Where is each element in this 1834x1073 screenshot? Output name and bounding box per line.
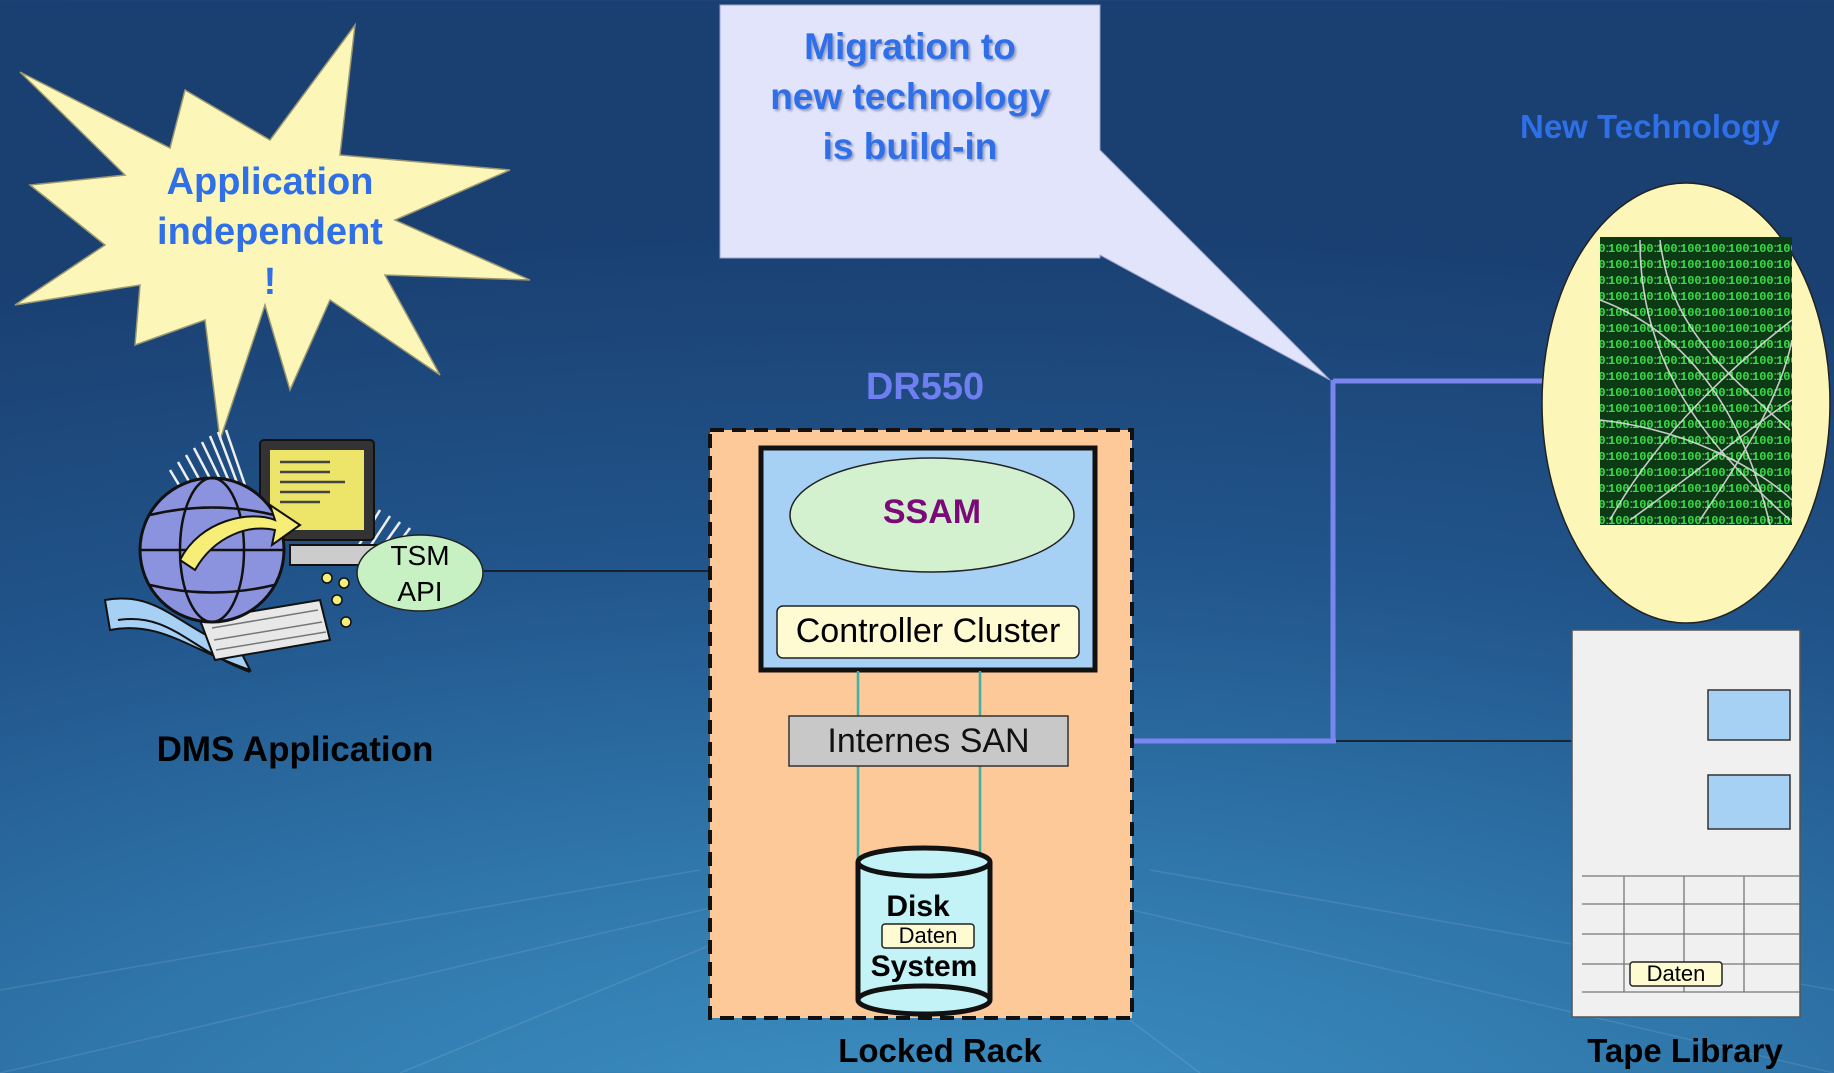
starburst-text: Application independent ! xyxy=(120,157,420,307)
controller-cluster-box xyxy=(776,605,1080,659)
tape-drive-2 xyxy=(1707,774,1791,830)
callout-line-3: is build-in xyxy=(822,126,998,167)
new-technology-label: New Technology xyxy=(1520,108,1780,145)
callout-line-1: Migration to xyxy=(804,26,1016,67)
disk-label-line-2: System xyxy=(870,950,978,983)
ssam-ellipse xyxy=(789,457,1075,573)
tape-library-label: Tape Library xyxy=(1587,1032,1783,1069)
internes-san-label: Internes SAN xyxy=(827,722,1030,760)
disk-daten-box xyxy=(881,923,975,949)
callout-text: Migration to new technology is build-in xyxy=(720,22,1100,172)
callout-shape xyxy=(719,4,1331,381)
disk-daten-label: Daten xyxy=(898,923,958,948)
disk-label-line-1: Disk xyxy=(886,890,950,923)
dms-computer-icon xyxy=(103,429,411,673)
starburst-shape xyxy=(14,22,531,441)
tape-drive-1 xyxy=(1707,689,1791,741)
ssam-label: SSAM xyxy=(882,493,982,531)
starburst-line-1: Application xyxy=(166,161,374,203)
callout-line-2: new technology xyxy=(770,76,1050,117)
tape-daten-label: Daten xyxy=(1646,961,1706,986)
internes-san-box xyxy=(788,715,1069,767)
locked-rack-label: Locked Rack xyxy=(838,1032,1042,1069)
tape-slots-grid xyxy=(1582,875,1800,993)
starburst-line-3: ! xyxy=(263,261,277,303)
tsm-api-text: TSM API xyxy=(357,538,483,610)
tape-daten-box xyxy=(1629,961,1723,987)
api-label: API xyxy=(397,576,443,607)
tsm-label: TSM xyxy=(390,540,450,571)
starburst-line-2: independent xyxy=(157,211,383,253)
binary-globe-image xyxy=(1599,237,1793,526)
controller-cluster-label: Controller Cluster xyxy=(795,612,1061,650)
dms-application-label: DMS Application xyxy=(156,730,434,769)
dr550-title: DR550 xyxy=(865,366,985,408)
tsm-api-ellipse xyxy=(356,534,484,612)
